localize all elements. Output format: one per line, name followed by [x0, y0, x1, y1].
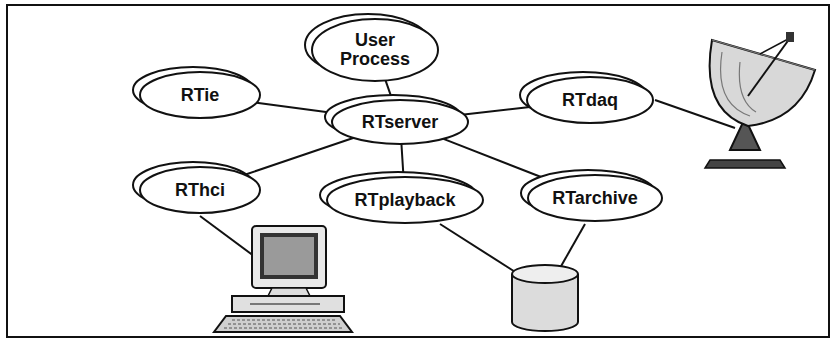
connector-line	[443, 139, 550, 181]
connector-line	[464, 107, 530, 115]
node-label: RTarchive	[552, 189, 638, 208]
node-label: RThci	[175, 181, 225, 200]
connector-line	[245, 138, 353, 175]
node-label: User Process	[335, 31, 415, 69]
node-label: RTdaq	[562, 91, 618, 110]
process-ellipse: RTarchive	[526, 173, 664, 223]
node-label: RTie	[181, 86, 220, 105]
node-label: RTplayback	[354, 191, 455, 210]
process-ellipse: RThci	[138, 165, 262, 215]
process-ellipse: RTie	[138, 70, 262, 120]
connector-line	[257, 103, 338, 114]
process-ellipse: RTdaq	[525, 75, 655, 125]
link-line	[560, 224, 585, 268]
satellite-dish	[705, 32, 815, 168]
process-ellipse: RTserver	[330, 98, 470, 146]
process-ellipse: User Process	[310, 17, 440, 83]
process-ellipse: RTplayback	[325, 175, 485, 225]
disk-cylinder	[512, 265, 578, 331]
node-label: RTserver	[362, 113, 439, 132]
link-line	[440, 224, 520, 275]
computer-icon	[214, 226, 352, 332]
